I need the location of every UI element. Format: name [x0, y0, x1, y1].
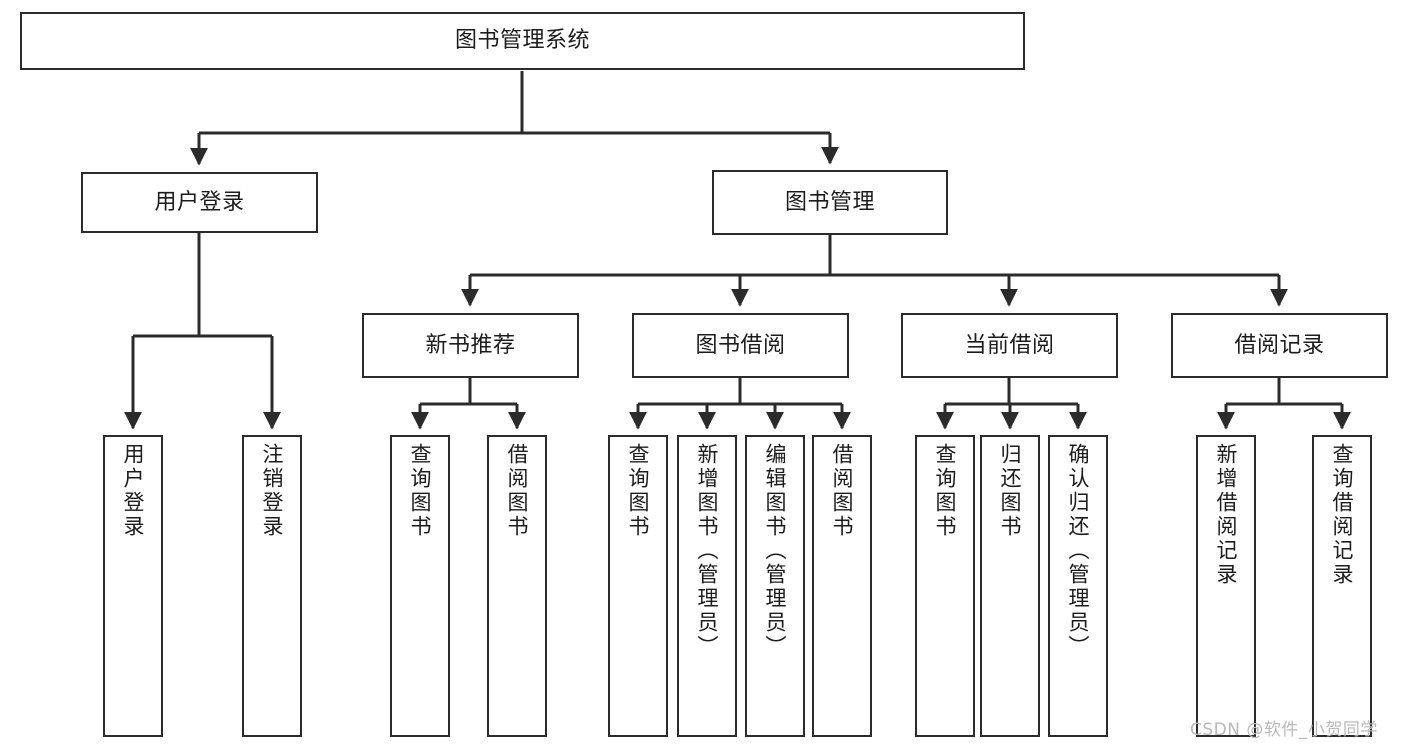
leaf-recommend-query-book-label: 查询图书 — [408, 443, 433, 539]
leaf-record-query-record-label: 查询借阅记录 — [1330, 443, 1355, 587]
leaf-borrow-borrow-book[interactable]: 借阅图书 — [812, 435, 872, 737]
node-book-management[interactable]: 图书管理 — [712, 170, 948, 235]
leaf-current-return-book-label: 归还图书 — [998, 443, 1023, 539]
node-user-login[interactable]: 用户登录 — [81, 172, 318, 233]
leaf-recommend-borrow-book-label: 借阅图书 — [505, 443, 530, 539]
leaf-user-login-logout[interactable]: 注销登录 — [242, 435, 302, 737]
leaf-current-return-book[interactable]: 归还图书 — [980, 435, 1040, 737]
node-new-book-recommend[interactable]: 新书推荐 — [362, 313, 579, 378]
leaf-borrow-edit-book[interactable]: 编辑图书（管理员） — [745, 435, 805, 737]
leaf-borrow-add-book[interactable]: 新增图书（管理员） — [677, 435, 737, 737]
leaf-user-login-login[interactable]: 用户登录 — [103, 435, 163, 737]
leaf-recommend-query-book[interactable]: 查询图书 — [390, 435, 450, 737]
leaf-record-add-record[interactable]: 新增借阅记录 — [1196, 435, 1256, 737]
leaf-record-add-record-label: 新增借阅记录 — [1214, 443, 1239, 587]
leaf-user-login-logout-label: 注销登录 — [260, 443, 285, 539]
leaf-borrow-borrow-book-label: 借阅图书 — [830, 443, 855, 539]
leaf-current-query-book[interactable]: 查询图书 — [915, 435, 975, 737]
node-root[interactable]: 图书管理系统 — [20, 12, 1025, 70]
node-current-borrow-label: 当前借阅 — [964, 332, 1055, 358]
leaf-recommend-borrow-book[interactable]: 借阅图书 — [487, 435, 547, 737]
node-current-borrow[interactable]: 当前借阅 — [901, 313, 1118, 378]
node-borrow-record[interactable]: 借阅记录 — [1171, 313, 1388, 378]
leaf-current-query-book-label: 查询图书 — [933, 443, 958, 539]
leaf-current-confirm-return-label: 确认归还（管理员） — [1066, 443, 1091, 659]
leaf-borrow-query-book-label: 查询图书 — [626, 443, 651, 539]
watermark-text: CSDN @软件_小贺同学 — [1190, 720, 1378, 740]
node-book-borrow-label: 图书借阅 — [695, 332, 786, 358]
node-new-book-recommend-label: 新书推荐 — [425, 332, 516, 358]
node-user-login-label: 用户登录 — [154, 189, 245, 215]
leaf-borrow-edit-book-label: 编辑图书（管理员） — [763, 443, 788, 659]
leaf-borrow-query-book[interactable]: 查询图书 — [608, 435, 668, 737]
node-book-borrow[interactable]: 图书借阅 — [632, 313, 849, 378]
node-book-management-label: 图书管理 — [784, 189, 875, 215]
leaf-borrow-add-book-label: 新增图书（管理员） — [695, 443, 720, 659]
leaf-current-confirm-return[interactable]: 确认归还（管理员） — [1048, 435, 1108, 737]
leaf-user-login-login-label: 用户登录 — [121, 443, 146, 539]
node-root-label: 图书管理系统 — [454, 28, 590, 54]
leaf-record-query-record[interactable]: 查询借阅记录 — [1312, 435, 1372, 737]
node-borrow-record-label: 借阅记录 — [1234, 332, 1325, 358]
